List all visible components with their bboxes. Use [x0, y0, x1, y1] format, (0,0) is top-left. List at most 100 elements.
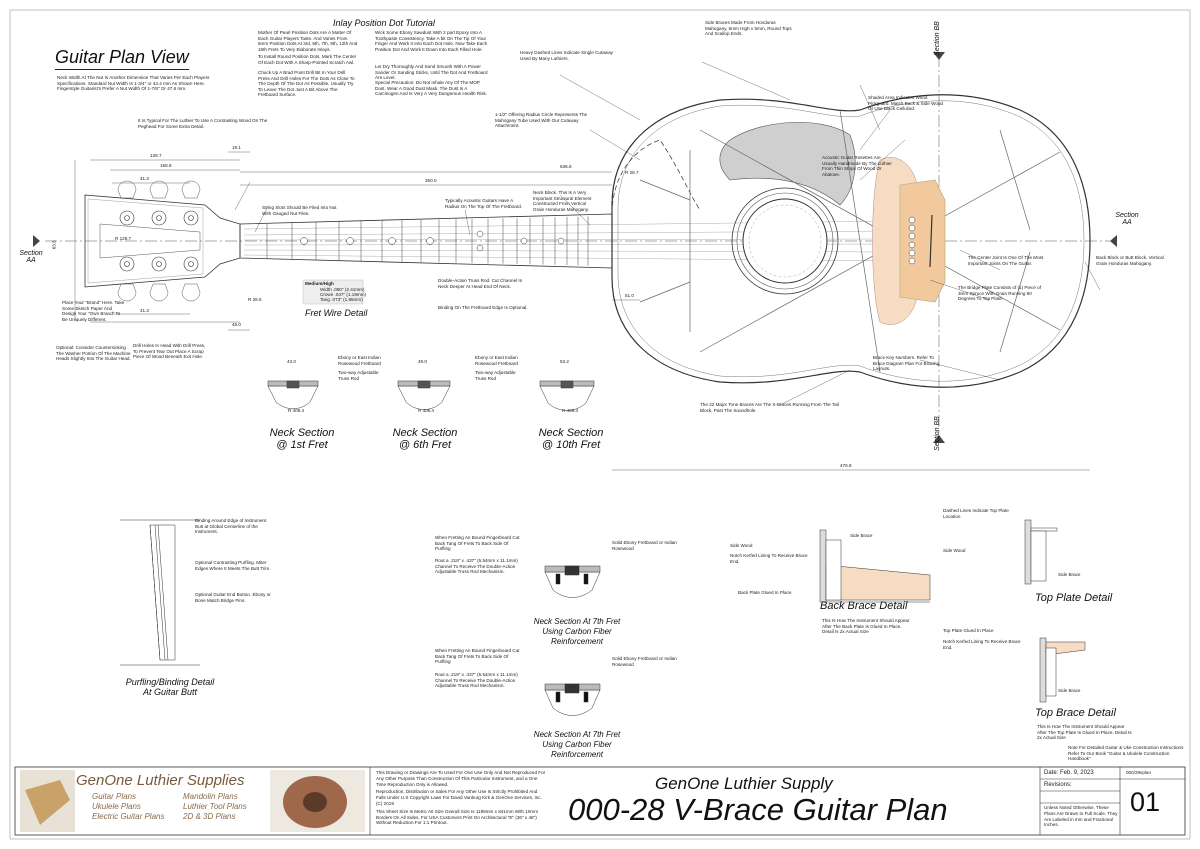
side-brace-label-2: Side Brace	[1058, 572, 1081, 577]
link-2d-3d-plans[interactable]: 2D & 3D Plans	[183, 812, 236, 821]
purfling-detail-title: Purfling/Binding Detail At Guitar Butt	[115, 677, 225, 697]
ebony-note-2: Ebony or East Indian Rosewood Fretboard	[475, 355, 518, 366]
neck-section-1-radius: R 406.4	[288, 408, 305, 413]
company-name: GenOne Luthier Supply	[655, 774, 833, 793]
neck-section-3-sub: @ 10th Fret	[541, 439, 601, 451]
title-block-logo: GenOne Luthier Supplies	[76, 772, 271, 789]
x-braces-note: The 22 Major Tone Braces Are The X-Brace…	[700, 402, 839, 413]
dim-45: 45.0	[232, 322, 241, 327]
inlay-note-2: To Install Round Position Dots, Mark The…	[258, 54, 357, 65]
carbon-section-2-label: Neck Section At 7th Fret	[533, 730, 621, 739]
inlay-note-1: Mother Of Pearl Position Dots Are A Matt…	[258, 30, 358, 52]
double-action-note: Double-Action Truss Rod. Cut Channel In …	[438, 278, 523, 289]
link-luthier-tool-plans[interactable]: Luthier Tool Plans	[183, 802, 247, 811]
side-brace-label-3: Side Brace	[1058, 688, 1081, 693]
dim-63: 63.5	[51, 240, 57, 250]
section-aa-left: Section AA	[19, 250, 43, 264]
inlay-note-5: Let Dry Thoroughly And Sand Smooth With …	[375, 64, 488, 81]
kerfed-note-2: Notch Kerfed Lining To Receive Brace End…	[943, 639, 1021, 650]
carbon-section-2-title: Neck Section At 7th Fret Using Carbon Fi…	[522, 730, 632, 760]
dashed-lines-note: Heavy Dashed Lines Indicate Single Cutaw…	[520, 50, 613, 61]
top-brace-note: This Is How The Instrument Should Appear…	[1037, 724, 1132, 741]
when-fretting-note-1: When Fretting An Bound Fingerboard Cut B…	[435, 535, 520, 552]
dim-41-b: 41.3	[140, 308, 149, 313]
drill-holes-note: Drill Holes In Head With Drill Press, To…	[133, 343, 206, 360]
dim-r28-7: R 28.7	[625, 170, 639, 175]
truss-rod-note-2: Two-way Adjustable Truss Rod	[475, 370, 516, 381]
neck-section-2-dim: 49.0	[418, 359, 427, 364]
shaded-area-note: Shaded Area Indicates Wood Pickguard. Ma…	[868, 95, 943, 112]
neck-section-3-title: Neck Section @ 10th Fret	[528, 427, 614, 451]
optional-purfling-note: Optional Contrasting Purfling. Miter Edg…	[195, 560, 271, 571]
link-ukulele-plans[interactable]: Ukulele Plans	[92, 802, 141, 811]
ebony-note-1: Ebony or East Indian Rosewood Fretboard	[338, 355, 381, 366]
inlay-note-6: Special Precaution: Do Not Inhale Any Of…	[375, 80, 488, 97]
construction-handbook-note: Note For Detailed Guitar & Uke Construct…	[1068, 745, 1184, 762]
neck-section-2-radius: R 406.4	[418, 408, 435, 413]
top-brace-title: Top Brace Detail	[1035, 707, 1116, 719]
neck-section-2-label: Neck Section	[392, 427, 458, 439]
rout-note-1: Rout a .218" x .437" (5.54mm x 11.1mm) C…	[435, 558, 518, 575]
optional-butt-note: Optional Guitar End Button. Ebony or Bon…	[195, 592, 271, 603]
link-guitar-plans[interactable]: Guitar Plans	[92, 792, 137, 801]
inlay-note-4: Wick Some Ebony Sawdust With 2 part Epox…	[375, 30, 488, 52]
carbon-section-1-sub1: Using Carbon Fiber	[542, 627, 612, 636]
neck-section-2-sub: @ 6th Fret	[398, 439, 452, 451]
legal-1: This Drawing or Drawings Are To Used For…	[376, 770, 546, 787]
carbon-section-2-sub1: Using Carbon Fiber	[542, 740, 612, 749]
dim-476: 476.8	[840, 463, 852, 468]
neck-section-1-sub: @ 1st Fret	[276, 439, 328, 451]
neck-block-note: Neck Block. This Is A Very Important Str…	[533, 190, 592, 212]
rosette-note: Acoustic Guitar Rosettes Are Usually Han…	[822, 155, 892, 177]
neck-section-1-dim: 43.0	[287, 359, 296, 364]
brace-key-note: Brace Key Numbers. Refer To Brace Diagra…	[873, 355, 940, 372]
section-bb-top: Section BB	[933, 21, 941, 56]
back-glued-note: Back Plate Glued In Place	[738, 590, 792, 595]
dim-158: 158.8	[160, 163, 172, 168]
plan-links-col-1: Guitar Plans Ukulele Plans Electric Guit…	[92, 792, 164, 822]
radius-note: 1-1/2" Offering Radius Circle Represents…	[495, 112, 588, 129]
fret-wire-spec-2: Crown .047" (1.19mm)	[320, 292, 367, 297]
fret-wire-spec-1: Width .080" (2.41mm)	[320, 287, 365, 292]
top-glued-note: Top Plate Glued In Place	[943, 628, 994, 633]
side-braces-note: Side Braces Made From Honduras Mahogany,…	[705, 20, 792, 37]
drawing-code: 000/28vplan	[1126, 770, 1152, 775]
plan-links-col-2: Mandolin Plans Luthier Tool Plans 2D & 3…	[183, 792, 247, 822]
units-note: Unless Noted Otherwise, These Plans Are …	[1044, 805, 1118, 828]
company-logo-text: GenOne Luthier Supplies	[76, 772, 245, 789]
rout-note-2: Rout a .218" x .437" (5.54mm x 11.1mm) C…	[435, 672, 518, 689]
solid-ebony-note-1: Solid Ebony Fretboard or Indian Rosewood	[612, 540, 677, 551]
neck-section-1-title: Neck Section @ 1st Fret	[262, 427, 342, 451]
legal-3: This Sheet Size Is Metric A0 Size Overal…	[376, 808, 539, 826]
bridge-plate-note: The Bridge Plate Consists of (1) Piece o…	[958, 285, 1041, 302]
section-aa-right: Section AA	[1115, 212, 1139, 226]
kerfed-note-1: Notch Kerfed Lining To Receive Brace End…	[730, 553, 808, 564]
neck-section-2-title: Neck Section @ 6th Fret	[385, 427, 465, 451]
truss-rod-note-1: Two-way Adjustable Truss Rod	[338, 370, 379, 381]
carbon-section-1-title: Neck Section At 7th Fret Using Carbon Fi…	[522, 617, 632, 647]
section-bb-bottom: Section BB	[933, 416, 941, 451]
link-mandolin-plans[interactable]: Mandolin Plans	[183, 792, 238, 801]
neck-section-1-label: Neck Section	[269, 427, 335, 439]
dim-r28-5: R 28.5	[248, 297, 262, 302]
revisions-label: Revisions:	[1044, 782, 1072, 788]
page-title: Guitar Plan View	[55, 47, 189, 70]
dim-51: 51.0	[625, 293, 634, 298]
dim-636: 636.8	[560, 164, 572, 169]
carbon-section-1-label: Neck Section At 7th Fret	[533, 617, 621, 626]
link-electric-guitar-plans[interactable]: Electric Guitar Plans	[92, 812, 165, 821]
fret-wire-heading: Medium/High	[305, 281, 334, 286]
neck-section-3-dim: 53.2	[560, 359, 569, 364]
fret-wire-title: Fret Wire Detail	[305, 308, 368, 318]
purfling-detail-sub: At Guitar Butt	[142, 687, 198, 697]
side-wood-label-2: Side Wood	[943, 548, 966, 553]
center-joint-note: The Center Joint Is One Of The Most Impo…	[968, 255, 1044, 266]
dim-r129: R 129.7	[115, 236, 132, 241]
fixed-lines-note: It Is Typical For The Luthier To Use A C…	[138, 118, 268, 129]
legal-2: Reproduction, Distribution or Sales For …	[376, 789, 542, 806]
inlay-tutorial-title: Inlay Position Dot Tutorial	[333, 18, 435, 28]
dim-41-a: 41.3	[140, 176, 149, 181]
back-brace-note: This Is How The Instrument Should Appear…	[822, 618, 910, 635]
dim-350: 350.0	[425, 178, 437, 183]
string-slots-note: String Slots Should Be Filed Into Nut Wi…	[262, 205, 337, 216]
